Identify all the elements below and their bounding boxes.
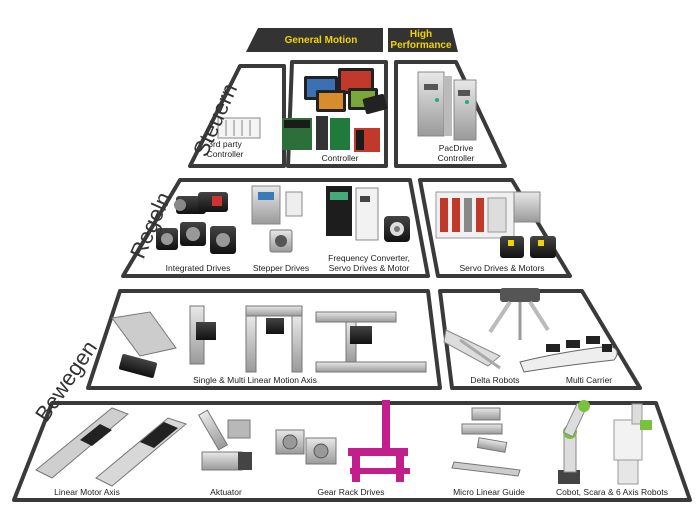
caption-delta-robots: Delta Robots — [470, 375, 520, 385]
header-general-motion-label: General Motion — [284, 34, 358, 46]
caption-pacdrive-controller: PacDrive Controller — [437, 143, 475, 163]
frequency-converter-image — [326, 186, 410, 242]
controller-image — [282, 68, 388, 152]
header-general-motion — [246, 28, 383, 52]
caption-linear-motion-axis: Single & Multi Linear Motion Axis — [193, 375, 317, 385]
servo-drives-image — [435, 191, 556, 258]
delta-robot-image — [443, 288, 550, 370]
frame-pacdrive — [394, 60, 507, 168]
caption-aktuator: Aktuator — [210, 487, 242, 497]
caption-controller: Controller — [321, 153, 359, 163]
pacdrive-controller-image — [417, 71, 477, 141]
frame-bewegen-bottom — [12, 401, 692, 502]
micro-linear-guide-image — [451, 407, 521, 477]
caption-frequency-converter: Frequency Converter, Servo Drives & Moto… — [328, 253, 410, 273]
linear-motor-axis-image — [35, 407, 188, 487]
caption-cobot-scara: Cobot, Scara & 6 Axis Robots — [556, 487, 668, 497]
caption-gear-rack-drives: Gear Rack Drives — [317, 487, 385, 497]
stepper-drives-image — [251, 185, 303, 253]
integrated-drives-image — [156, 192, 236, 254]
header-high-performance-label: High Performance — [390, 29, 452, 51]
actuator-image — [197, 409, 252, 471]
multi-carrier-image — [519, 336, 618, 373]
frame-linear-motion — [86, 289, 442, 390]
caption-linear-motor-axis: Linear Motor Axis — [54, 487, 120, 497]
frame-third-party — [188, 64, 286, 168]
frame-regeln-general — [121, 178, 430, 278]
linear-motion-axis-image — [111, 305, 427, 378]
frame-delta-multi — [438, 289, 642, 390]
caption-multi-carrier: Multi Carrier — [565, 375, 613, 385]
frame-regeln-high — [418, 178, 572, 278]
third-party-controller-image — [217, 117, 261, 139]
caption-servo-drives: Servo Drives & Motors — [459, 263, 545, 273]
caption-micro-linear-guide: Micro Linear Guide — [453, 487, 525, 497]
caption-third-party-controller: 3rd party Controller — [206, 139, 244, 159]
cobot-robot-image — [558, 400, 652, 485]
caption-integrated-drives: Integrated Drives — [165, 263, 231, 273]
gear-rack-drives-image — [275, 400, 410, 482]
header-high-performance — [388, 28, 458, 52]
caption-stepper-drives: Stepper Drives — [252, 263, 310, 273]
